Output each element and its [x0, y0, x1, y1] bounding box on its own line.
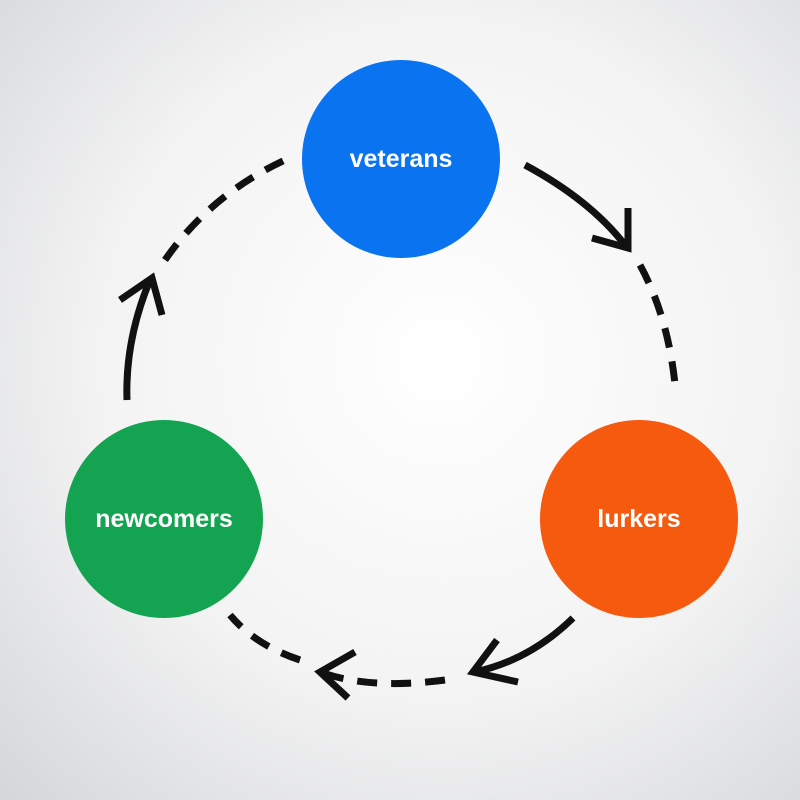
node-veterans: veterans [302, 60, 500, 258]
node-label: lurkers [597, 504, 681, 533]
node-label: veterans [349, 144, 453, 173]
node-lurkers: lurkers [540, 420, 738, 618]
arrow-newcomers-to-veterans [118, 156, 287, 401]
node-newcomers: newcomers [65, 420, 263, 618]
node-label: newcomers [95, 504, 233, 533]
arrow-veterans-to-lurkers [523, 161, 680, 396]
arrow-lurkers-to-newcomers [227, 612, 576, 701]
